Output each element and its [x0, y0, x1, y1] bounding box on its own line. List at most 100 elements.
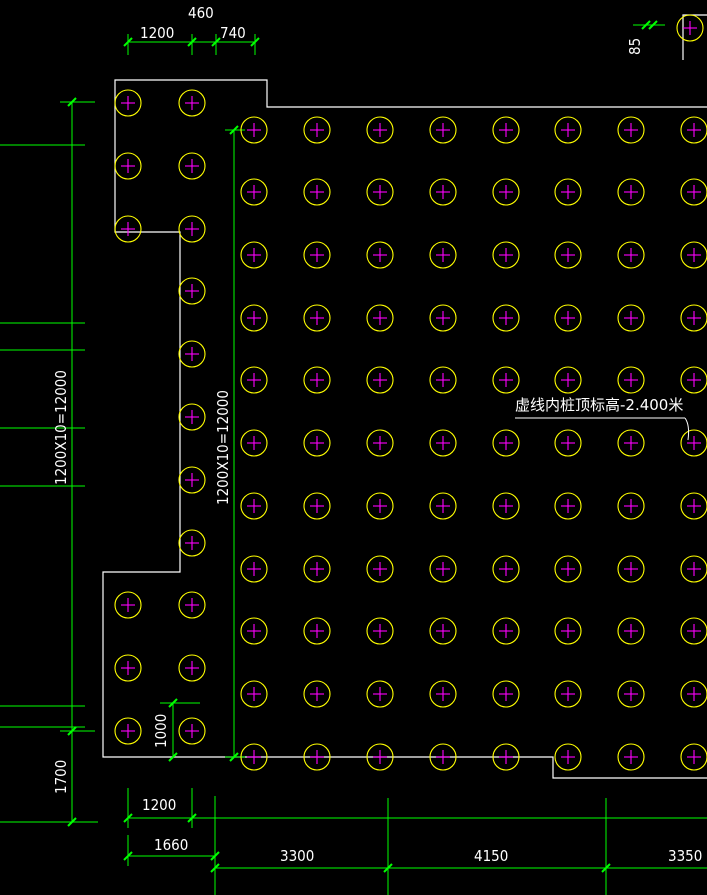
- dim-inner-long: 1200X10=12000: [214, 390, 232, 505]
- pile-symbol: [114, 591, 142, 619]
- pile-symbol: [492, 116, 520, 144]
- pile-grid: [114, 14, 707, 771]
- pile-circle: [492, 116, 520, 144]
- pile-symbol: [554, 743, 582, 771]
- pile-circle: [240, 366, 268, 394]
- pile-symbol: [178, 152, 206, 180]
- pile-symbol: [617, 492, 645, 520]
- pile-symbol: [366, 555, 394, 583]
- pile-circle: [429, 492, 457, 520]
- pile-circle: [429, 366, 457, 394]
- pile-circle: [492, 617, 520, 645]
- pile-symbol: [617, 743, 645, 771]
- dim-bottom-3300: 3300: [280, 847, 314, 865]
- dim-tick: [123, 813, 133, 823]
- dim-tick: [211, 37, 221, 47]
- pile-symbol: [240, 492, 268, 520]
- pile-symbol: [114, 89, 142, 117]
- pile-circle: [680, 680, 707, 708]
- pile-circle: [366, 555, 394, 583]
- pile-circle: [114, 89, 142, 117]
- pile-circle: [303, 178, 331, 206]
- pile-symbol: [617, 304, 645, 332]
- pile-symbol: [492, 617, 520, 645]
- pile-symbol: [303, 241, 331, 269]
- pile-circle: [554, 304, 582, 332]
- pile-circle: [554, 743, 582, 771]
- pile-circle: [617, 429, 645, 457]
- dim-bottom-1000: 1000: [152, 714, 170, 748]
- pile-circle: [303, 366, 331, 394]
- pile-symbol: [554, 492, 582, 520]
- pile-circle: [617, 304, 645, 332]
- dim-bottom-4150: 4150: [474, 847, 508, 865]
- pile-symbol: [617, 178, 645, 206]
- pile-symbol: [366, 116, 394, 144]
- pile-symbol: [178, 340, 206, 368]
- pile-symbol: [240, 116, 268, 144]
- pile-circle: [554, 116, 582, 144]
- pile-circle: [429, 241, 457, 269]
- pile-symbol: [303, 304, 331, 332]
- pile-symbol: [429, 680, 457, 708]
- pile-symbol: [240, 304, 268, 332]
- foundation-boundary: [102, 79, 707, 779]
- pile-symbol: [429, 429, 457, 457]
- pile-symbol: [554, 304, 582, 332]
- pile-circle: [303, 617, 331, 645]
- dim-tick: [187, 37, 197, 47]
- pile-circle: [240, 617, 268, 645]
- pile-symbol: [240, 680, 268, 708]
- dashed-area-note: 虚线内桩顶标高-2.400米: [515, 396, 683, 414]
- pile-circle: [240, 304, 268, 332]
- dim-bottom-3350: 3350: [668, 847, 702, 865]
- pile-symbol: [617, 241, 645, 269]
- pile-symbol: [178, 277, 206, 305]
- pile-circle: [178, 403, 206, 431]
- dim-tick: [250, 37, 260, 47]
- pile-symbol: [240, 366, 268, 394]
- pile-symbol: [429, 617, 457, 645]
- pile-circle: [492, 304, 520, 332]
- pile-circle: [554, 492, 582, 520]
- pile-symbol: [680, 429, 707, 457]
- pile-symbol: [303, 680, 331, 708]
- pile-symbol: [492, 492, 520, 520]
- pile-symbol: [492, 178, 520, 206]
- pile-circle: [680, 116, 707, 144]
- pile-circle: [492, 555, 520, 583]
- pile-symbol: [676, 14, 704, 42]
- pile-symbol: [303, 116, 331, 144]
- pile-circle: [366, 743, 394, 771]
- pile-symbol: [492, 743, 520, 771]
- pile-circle: [178, 277, 206, 305]
- pile-symbol: [366, 429, 394, 457]
- dim-top-460: 460: [188, 4, 214, 22]
- pile-circle: [680, 241, 707, 269]
- pile-circle: [178, 466, 206, 494]
- pile-circle: [303, 492, 331, 520]
- pile-symbol: [680, 116, 707, 144]
- pile-circle: [680, 743, 707, 771]
- pile-circle: [429, 116, 457, 144]
- pile-symbol: [492, 555, 520, 583]
- pile-circle: [680, 178, 707, 206]
- pile-symbol: [178, 654, 206, 682]
- pile-symbol: [303, 492, 331, 520]
- pile-circle: [303, 304, 331, 332]
- pile-circle: [680, 366, 707, 394]
- dimension-lines: [0, 20, 707, 895]
- pile-symbol: [492, 304, 520, 332]
- pile-symbol: [680, 555, 707, 583]
- pile-symbol: [680, 366, 707, 394]
- pile-symbol: [303, 429, 331, 457]
- pile-circle: [554, 241, 582, 269]
- pile-circle: [240, 178, 268, 206]
- pile-symbol: [366, 617, 394, 645]
- pile-symbol: [429, 366, 457, 394]
- pile-circle: [303, 680, 331, 708]
- pile-circle: [178, 591, 206, 619]
- pile-circle: [240, 241, 268, 269]
- pile-symbol: [240, 555, 268, 583]
- pile-circle: [114, 717, 142, 745]
